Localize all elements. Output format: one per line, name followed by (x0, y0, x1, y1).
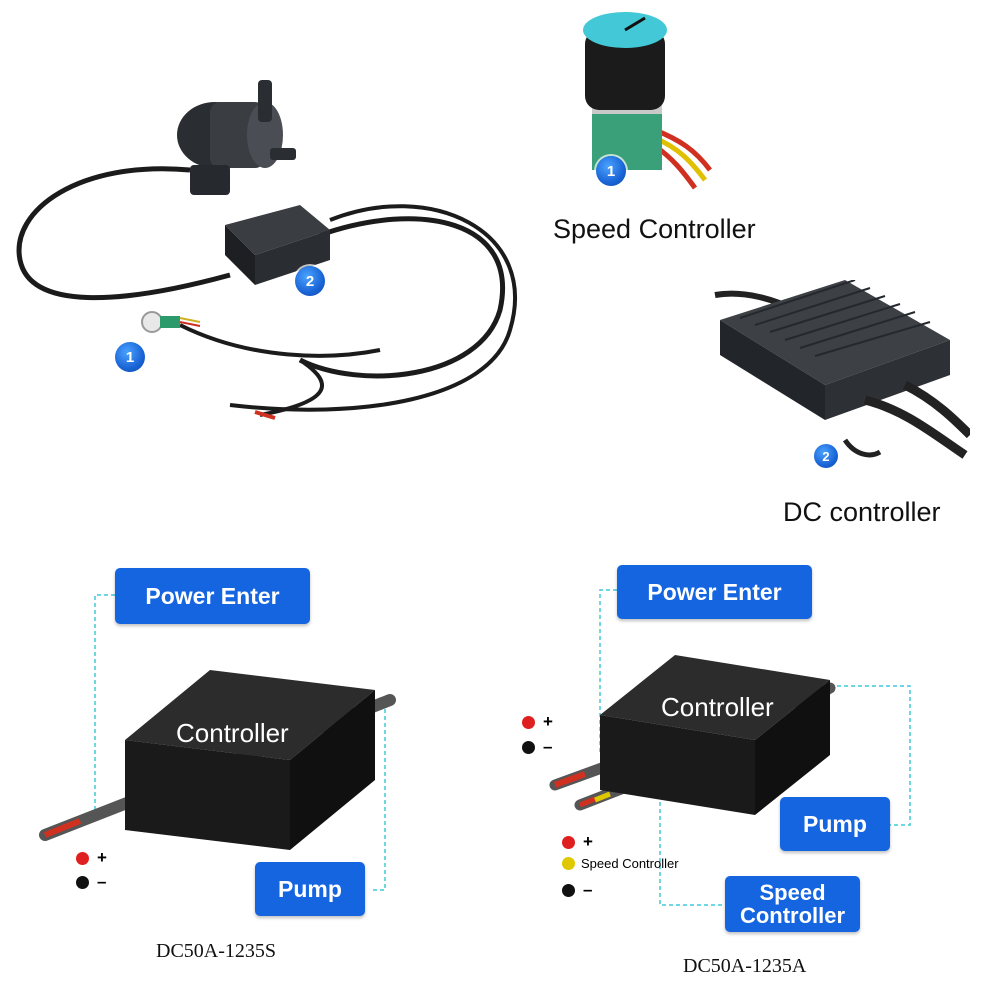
black-dot-icon (522, 740, 535, 754)
legend-minus-left: – (76, 872, 106, 892)
legend-minus-symbol: – (583, 880, 593, 899)
dc-controller-photo (714, 280, 970, 459)
legend-speed-text: Speed Controller (581, 856, 679, 871)
badge-two-photo: 2 (295, 266, 325, 296)
black-dot-icon (562, 883, 575, 897)
legend-bottom-speed-right: Speed Controller (562, 856, 679, 871)
speed-knob-photo (583, 12, 712, 190)
speed-label-line1: Speed (759, 880, 826, 905)
badge-one-knob: 1 (596, 156, 626, 186)
red-dot-icon (522, 715, 535, 729)
speed-controller-caption: Speed Controller (553, 214, 756, 244)
right-diagram-lines (549, 589, 911, 906)
legend-plus-symbol: + (543, 712, 553, 731)
power-enter-box-left: Power Enter (115, 568, 310, 624)
badge-two-dc: 2 (814, 444, 838, 468)
legend-bottom-minus-right: – (562, 880, 592, 900)
legend-minus-symbol: – (543, 737, 553, 756)
pump-label-left: Pump (278, 875, 342, 902)
legend-plus-symbol: + (97, 848, 107, 867)
model-left: DC50A-1235S (156, 940, 277, 962)
controller-label-left: Controller (176, 718, 289, 748)
legend-top-minus-right: – (522, 737, 552, 757)
legend-plus-symbol: + (583, 832, 593, 851)
legend-plus-left: + (76, 848, 107, 868)
speed-controller-box-right: Speed Controller (725, 876, 860, 932)
power-enter-label-left: Power Enter (145, 582, 280, 609)
legend-top-plus-right: + (522, 712, 553, 732)
dc-controller-caption: DC controller (783, 497, 941, 527)
controller-label-right: Controller (661, 692, 774, 722)
power-enter-label-right: Power Enter (647, 578, 782, 605)
left-diagram-lines (39, 594, 396, 891)
speed-label-line2: Controller (739, 903, 846, 928)
pump-kit-photo (16, 80, 517, 420)
badge-one-photo: 1 (115, 342, 145, 372)
pump-box-left: Pump (255, 862, 365, 916)
power-enter-box-right: Power Enter (617, 565, 812, 619)
yellow-dot-icon (562, 857, 575, 870)
pump-box-right: Pump (780, 797, 890, 851)
legend-bottom-plus-right: + (562, 832, 593, 852)
black-dot-icon (76, 875, 89, 889)
model-right: DC50A-1235A (683, 955, 807, 977)
pump-label-right: Pump (803, 810, 867, 837)
red-dot-icon (76, 851, 89, 865)
red-dot-icon (562, 835, 575, 849)
legend-minus-symbol: – (97, 872, 107, 891)
